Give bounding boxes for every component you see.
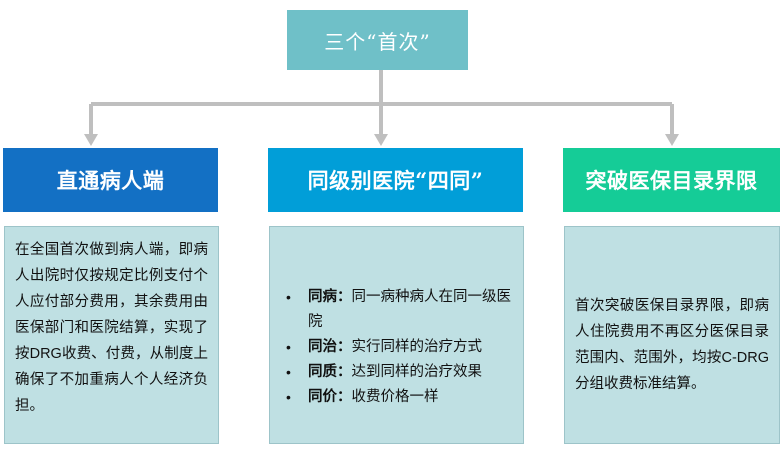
branch-heading-1[interactable]: 直通病人端: [3, 148, 218, 212]
list-item-detail: 同一病种病人在同一级医院: [308, 289, 511, 330]
list-item-detail: 收费价格一样: [351, 389, 439, 405]
branch-body-1-text: 在全国首次做到病人端，即病人出院时仅按规定比例支付个人应付部分费用，其余费用由医…: [15, 242, 208, 414]
list-item: 同质：达到同样的治疗效果: [284, 360, 517, 385]
list-item-detail: 达到同样的治疗效果: [351, 364, 483, 380]
branch-body-3-text: 首次突破医保目录界限，即病人住院费用不再区分医保目录范围内、范围外，均按C-DR…: [575, 298, 769, 392]
branch-heading-2-label: 同级别医院“四同”: [307, 168, 484, 193]
root-node-label: 三个“首次”: [324, 29, 431, 54]
arrowhead-right: [665, 134, 679, 146]
branch-heading-3[interactable]: 突破医保目录界限: [563, 148, 780, 212]
branch-body-3: 首次突破医保目录界限，即病人住院费用不再区分医保目录范围内、范围外，均按C-DR…: [564, 226, 780, 444]
branch-heading-3-label: 突破医保目录界限: [585, 168, 758, 193]
branch-body-2: 同病：同一病种病人在同一级医院 同治：实行同样的治疗方式 同质：达到同样的治疗效…: [269, 226, 524, 444]
branch-body-1: 在全国首次做到病人端，即病人出院时仅按规定比例支付个人应付部分费用，其余费用由医…: [4, 226, 219, 444]
list-item-detail: 实行同样的治疗方式: [351, 339, 483, 355]
arrowhead-middle: [374, 134, 388, 146]
branch-heading-2[interactable]: 同级别医院“四同”: [268, 148, 523, 212]
list-item-term: 同质：: [308, 364, 352, 380]
list-item: 同治：实行同样的治疗方式: [284, 335, 517, 360]
four-same-list: 同病：同一病种病人在同一级医院 同治：实行同样的治疗方式 同质：达到同样的治疗效…: [270, 227, 523, 410]
list-item-term: 同价：: [308, 389, 352, 405]
list-item: 同价：收费价格一样: [284, 385, 517, 410]
list-item: 同病：同一病种病人在同一级医院: [284, 285, 517, 335]
list-item-term: 同病：: [308, 289, 352, 305]
root-node[interactable]: 三个“首次”: [287, 10, 468, 70]
arrowhead-left: [84, 134, 98, 146]
branch-heading-1-label: 直通病人端: [56, 168, 165, 193]
list-item-term: 同治：: [308, 339, 352, 355]
